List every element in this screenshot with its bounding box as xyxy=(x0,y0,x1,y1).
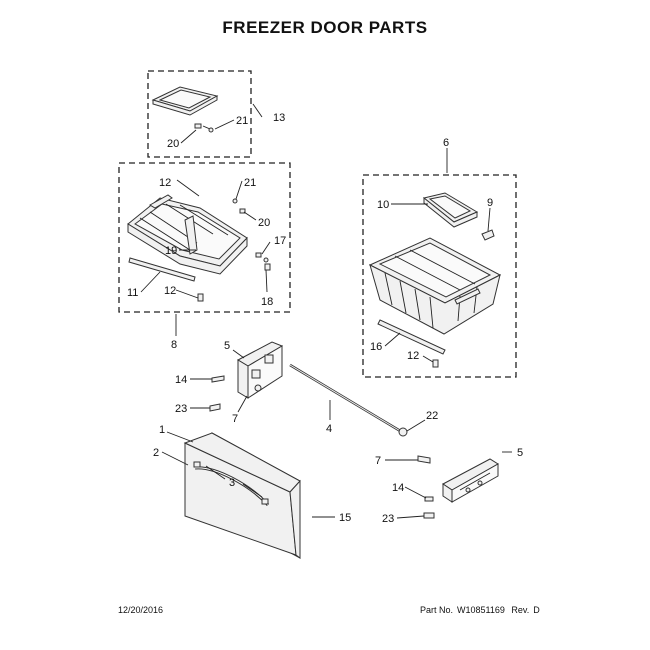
rev-value: D xyxy=(533,605,540,615)
callout-14a: 14 xyxy=(175,374,187,386)
callout-20b: 20 xyxy=(258,217,270,229)
callout-12a: 12 xyxy=(159,177,171,189)
callout-6: 6 xyxy=(443,137,449,149)
rail-11-part xyxy=(128,257,196,282)
screw-23b-part xyxy=(423,512,435,519)
callout-22: 22 xyxy=(426,410,438,422)
basket-lower-part xyxy=(368,237,502,335)
screw-14b-part xyxy=(424,496,434,502)
callout-11: 11 xyxy=(127,287,138,299)
screw-21a-part xyxy=(202,125,214,133)
part-no-value: W10851169 xyxy=(457,605,505,615)
part-no-label: Part No. xyxy=(420,605,454,615)
rev-label: Rev. xyxy=(511,605,530,615)
screws-right-part xyxy=(232,198,271,271)
rod-4-part xyxy=(289,363,403,434)
screw-7b-part xyxy=(417,455,431,464)
callout-16: 16 xyxy=(370,341,382,353)
callout-14b: 14 xyxy=(392,482,404,494)
callout-21a: 21 xyxy=(236,115,248,127)
callout-20a: 20 xyxy=(167,138,179,150)
clip-20a-part xyxy=(194,123,202,129)
callout-3: 3 xyxy=(229,477,235,489)
freezer-door-part xyxy=(183,432,301,559)
screw-12c-part xyxy=(432,359,439,368)
callout-13: 13 xyxy=(273,112,285,124)
basket-upper-part xyxy=(127,194,248,275)
callout-4: 4 xyxy=(326,423,332,435)
callout-23b: 23 xyxy=(382,513,394,525)
callout-7b: 7 xyxy=(375,455,381,467)
callout-17: 17 xyxy=(274,235,286,247)
callout-5a: 5 xyxy=(224,340,230,352)
callout-18: 18 xyxy=(261,296,273,308)
callout-8: 8 xyxy=(171,339,177,351)
callout-2: 2 xyxy=(153,447,159,459)
callout-21b: 21 xyxy=(244,177,256,189)
group-box-6 xyxy=(362,174,517,378)
callout-9: 9 xyxy=(487,197,493,209)
callout-12b: 12 xyxy=(164,285,176,297)
callout-10: 10 xyxy=(377,199,389,211)
group-box-8 xyxy=(118,162,291,313)
tray-13-part xyxy=(151,86,219,116)
bin-10-part xyxy=(422,192,479,228)
callout-1: 1 xyxy=(159,424,165,436)
screw-14a-part xyxy=(211,375,225,383)
leader-lines xyxy=(140,103,512,519)
callout-23a: 23 xyxy=(175,403,187,415)
callout-7a: 7 xyxy=(232,413,238,425)
callout-15: 15 xyxy=(339,512,351,524)
bracket-5-right-part xyxy=(442,458,499,503)
callout-5b: 5 xyxy=(517,447,523,459)
callout-12c: 12 xyxy=(407,350,419,362)
page-title: FREEZER DOOR PARTS xyxy=(222,18,428,37)
clip-9-part xyxy=(481,229,495,241)
callout-19: 19 xyxy=(165,245,177,257)
footer-part-info: Part No.W10851169 Rev.D xyxy=(420,605,544,615)
screw-23a-part xyxy=(209,403,221,412)
footer-date: 12/20/2016 xyxy=(118,605,164,615)
group-box-13 xyxy=(147,70,252,158)
bracket-5-left-part xyxy=(236,341,284,399)
rail-16-part xyxy=(377,319,446,355)
bushing-22-part xyxy=(398,427,408,437)
screw-12b-part xyxy=(197,293,204,302)
